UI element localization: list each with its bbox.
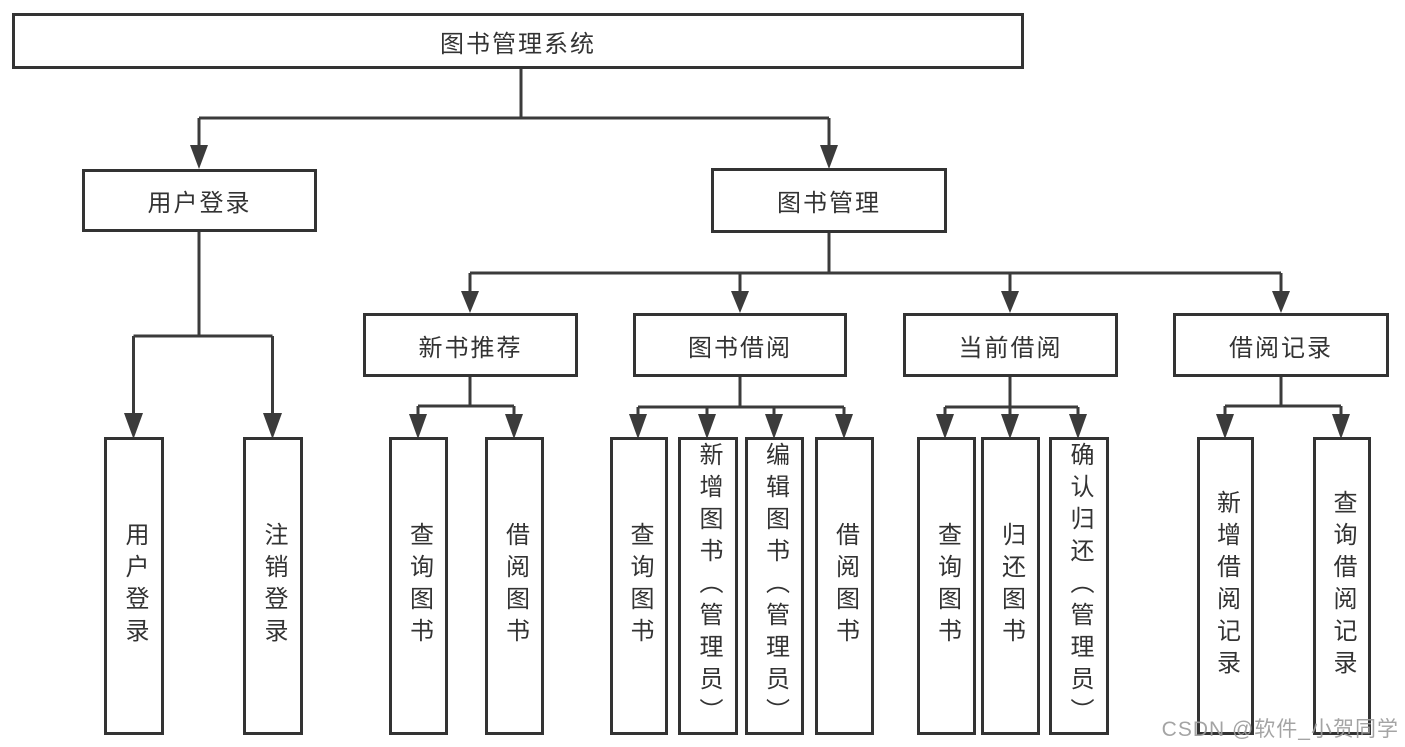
leaf-label: 查询借阅记录	[1329, 490, 1356, 682]
leaf-label: 新增图书（管理员）	[695, 442, 722, 730]
leaf-label: 归还图书	[997, 522, 1025, 650]
leaf-add-borrow-record: 新增借阅记录	[1197, 437, 1254, 735]
leaf-label: 借阅图书	[501, 522, 529, 650]
leaf-query-books-borrow: 查询图书	[610, 437, 668, 735]
csdn-watermark: CSDN @软件_小贺同学	[1161, 718, 1399, 741]
leaf-label: 新增借阅记录	[1212, 490, 1240, 682]
leaf-add-books-admin: 新增图书（管理员）	[678, 437, 738, 735]
leaf-confirm-return-admin: 确认归还（管理员）	[1049, 437, 1109, 735]
node-root: 图书管理系统	[12, 13, 1024, 69]
leaf-logout: 注销登录	[243, 437, 303, 735]
leaf-query-borrow-record: 查询借阅记录	[1313, 437, 1371, 735]
leaf-user-login: 用户登录	[104, 437, 164, 735]
leaf-edit-books-admin: 编辑图书（管理员）	[745, 437, 804, 735]
node-current-borrow: 当前借阅	[903, 313, 1118, 377]
leaf-return-books: 归还图书	[981, 437, 1040, 735]
leaf-borrow-books-recommend: 借阅图书	[485, 437, 544, 735]
leaf-label: 编辑图书（管理员）	[761, 442, 789, 730]
leaf-label: 借阅图书	[831, 522, 859, 650]
leaf-borrow-books: 借阅图书	[815, 437, 874, 735]
node-user-login: 用户登录	[82, 169, 317, 232]
leaf-label: 用户登录	[121, 522, 148, 650]
node-borrow-records: 借阅记录	[1173, 313, 1389, 377]
leaf-label: 查询图书	[933, 522, 961, 650]
leaf-query-books-current: 查询图书	[917, 437, 976, 735]
node-book-borrow: 图书借阅	[633, 313, 847, 377]
leaf-label: 查询图书	[405, 522, 433, 650]
node-new-book-recommend: 新书推荐	[363, 313, 578, 377]
leaf-label: 查询图书	[626, 522, 653, 650]
node-book-management: 图书管理	[711, 168, 947, 233]
leaf-query-books-recommend: 查询图书	[389, 437, 448, 735]
leaf-label: 注销登录	[260, 522, 287, 650]
leaf-label: 确认归还（管理员）	[1066, 442, 1093, 730]
